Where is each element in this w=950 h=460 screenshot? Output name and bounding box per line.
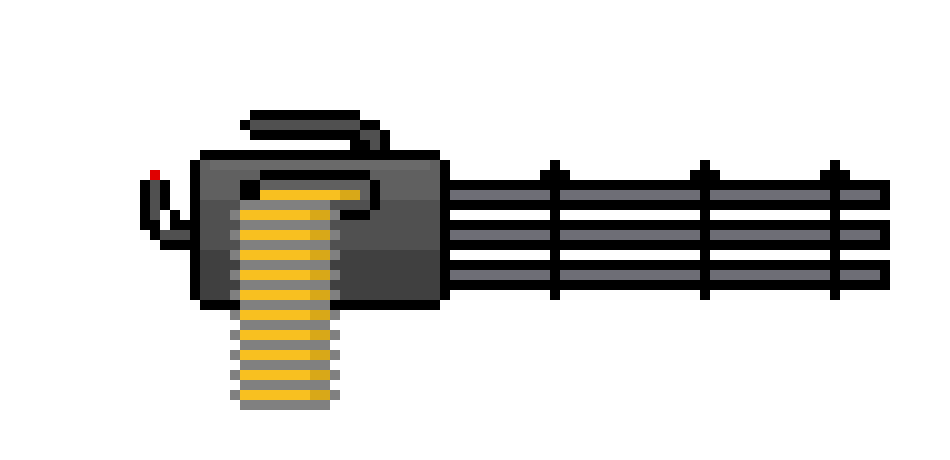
barrel bbox=[450, 180, 890, 210]
ammo-round bbox=[230, 330, 340, 350]
ammo-round bbox=[230, 390, 340, 410]
ammo-round bbox=[230, 250, 340, 270]
ammo-round bbox=[230, 270, 340, 290]
ammo-round bbox=[230, 290, 340, 310]
ammo-round bbox=[240, 190, 360, 210]
barrel bbox=[450, 220, 890, 250]
ammo-round bbox=[230, 210, 340, 230]
barrel-clamp bbox=[820, 160, 850, 300]
barrel-clamp bbox=[690, 160, 720, 300]
barrel-clamp-group bbox=[540, 160, 850, 300]
rear-cable bbox=[140, 180, 200, 250]
ammo-belt bbox=[230, 190, 360, 410]
indicator-light bbox=[150, 170, 160, 180]
barrel bbox=[450, 260, 890, 290]
ammo-round bbox=[230, 230, 340, 250]
ammo-round bbox=[230, 310, 340, 330]
carry-handle bbox=[240, 110, 390, 150]
ammo-round bbox=[230, 350, 340, 370]
ammo-round bbox=[230, 370, 340, 390]
barrel-clamp bbox=[540, 160, 570, 300]
barrel-group bbox=[450, 180, 890, 290]
